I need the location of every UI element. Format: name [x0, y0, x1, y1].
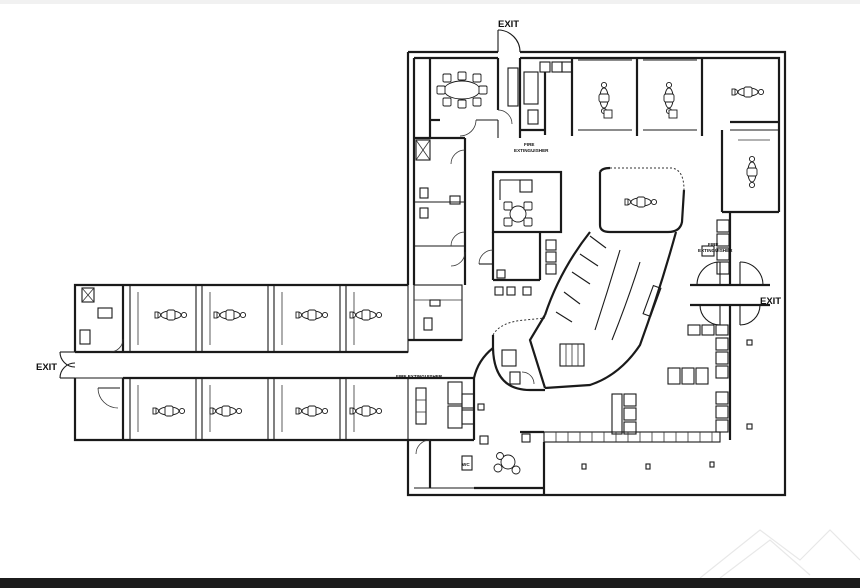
exit-label-top: EXIT [498, 19, 519, 30]
central-office [478, 170, 563, 296]
round-table-icon [493, 452, 521, 475]
top-strip [0, 0, 860, 4]
fire-extinguisher-label-left: FIRE EXTINGUISHER [396, 374, 443, 379]
curved-hygiene-bays [491, 166, 686, 392]
left-wing [75, 285, 408, 440]
conference-room [428, 58, 500, 138]
waiting-area [520, 212, 753, 495]
watermark [699, 529, 860, 578]
round-table-icon [503, 201, 533, 227]
left-wing-operatories-bottom [129, 377, 409, 441]
sterilization-area [497, 58, 573, 138]
exit-label-right: EXIT [760, 296, 781, 307]
left-exit-door[interactable] [59, 351, 76, 379]
wc-label: WC [462, 462, 470, 467]
connector-rooms [408, 136, 467, 342]
top-operatories [570, 58, 779, 214]
fire-label-right-2: EXTINGUISHER [698, 248, 733, 253]
exit-label-left: EXIT [36, 362, 57, 373]
left-wing-operatories-top [129, 284, 409, 353]
lower-center-rooms [408, 347, 544, 490]
fire-label-top-1: FIRE [524, 142, 534, 147]
bottom-bar [0, 578, 860, 588]
top-exit-door[interactable] [497, 29, 521, 53]
fire-label-top-2: EXTINGUISHER [514, 148, 549, 153]
fire-label-right-1: FIRE [708, 242, 718, 247]
